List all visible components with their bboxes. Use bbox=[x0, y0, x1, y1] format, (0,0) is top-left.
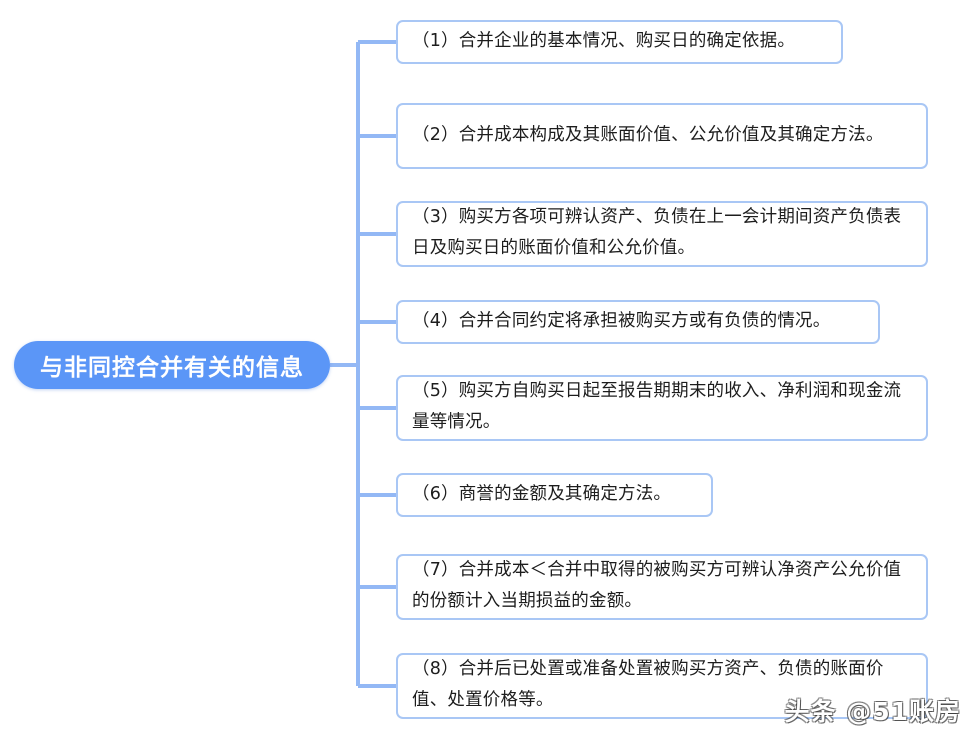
branch-node-8[interactable]: （8）合并后已处置或准备处置被购买方资产、负债的账面价值、处置价格等。 bbox=[396, 653, 928, 719]
branch-node-5[interactable]: （5）购买方自购买日起至报告期期末的收入、净利润和现金流量等情况。 bbox=[396, 375, 928, 441]
branch-node-8-label: （8）合并后已处置或准备处置被购买方资产、负债的账面价值、处置价格等。 bbox=[412, 659, 884, 710]
branch-node-4-label: （4）合并合同约定将承担被购买方或有负债的情况。 bbox=[412, 310, 831, 331]
branch-node-6[interactable]: （6）商誉的金额及其确定方法。 bbox=[396, 473, 713, 517]
branch-node-1-label: （1）合并企业的基本情况、购买日的确定依据。 bbox=[412, 30, 796, 51]
branch-node-2-label: （2）合并成本构成及其账面价值、公允价值及其确定方法。 bbox=[412, 124, 884, 145]
branch-node-7-label: （7）合并成本＜合并中取得的被购买方可辨认净资产公允价值的份额计入当期损益的金额… bbox=[412, 560, 902, 611]
branch-node-7[interactable]: （7）合并成本＜合并中取得的被购买方可辨认净资产公允价值的份额计入当期损益的金额… bbox=[396, 554, 928, 620]
branch-node-3[interactable]: （3）购买方各项可辨认资产、负债在上一会计期间资产负债表日及购买日的账面价值和公… bbox=[396, 201, 928, 267]
root-node[interactable]: 与非同控合并有关的信息 bbox=[14, 341, 330, 389]
branch-node-6-label: （6）商誉的金额及其确定方法。 bbox=[412, 483, 672, 504]
branch-node-4[interactable]: （4）合并合同约定将承担被购买方或有负债的情况。 bbox=[396, 300, 880, 344]
branch-node-1[interactable]: （1）合并企业的基本情况、购买日的确定依据。 bbox=[396, 20, 843, 64]
root-node-label: 与非同控合并有关的信息 bbox=[40, 355, 304, 381]
watermark: 头条 @51账房 bbox=[784, 697, 961, 726]
branch-node-5-label: （5）购买方自购买日起至报告期期末的收入、净利润和现金流量等情况。 bbox=[412, 381, 902, 432]
branch-node-3-label: （3）购买方各项可辨认资产、负债在上一会计期间资产负债表日及购买日的账面价值和公… bbox=[412, 207, 902, 258]
branch-node-2[interactable]: （2）合并成本构成及其账面价值、公允价值及其确定方法。 bbox=[396, 103, 928, 169]
